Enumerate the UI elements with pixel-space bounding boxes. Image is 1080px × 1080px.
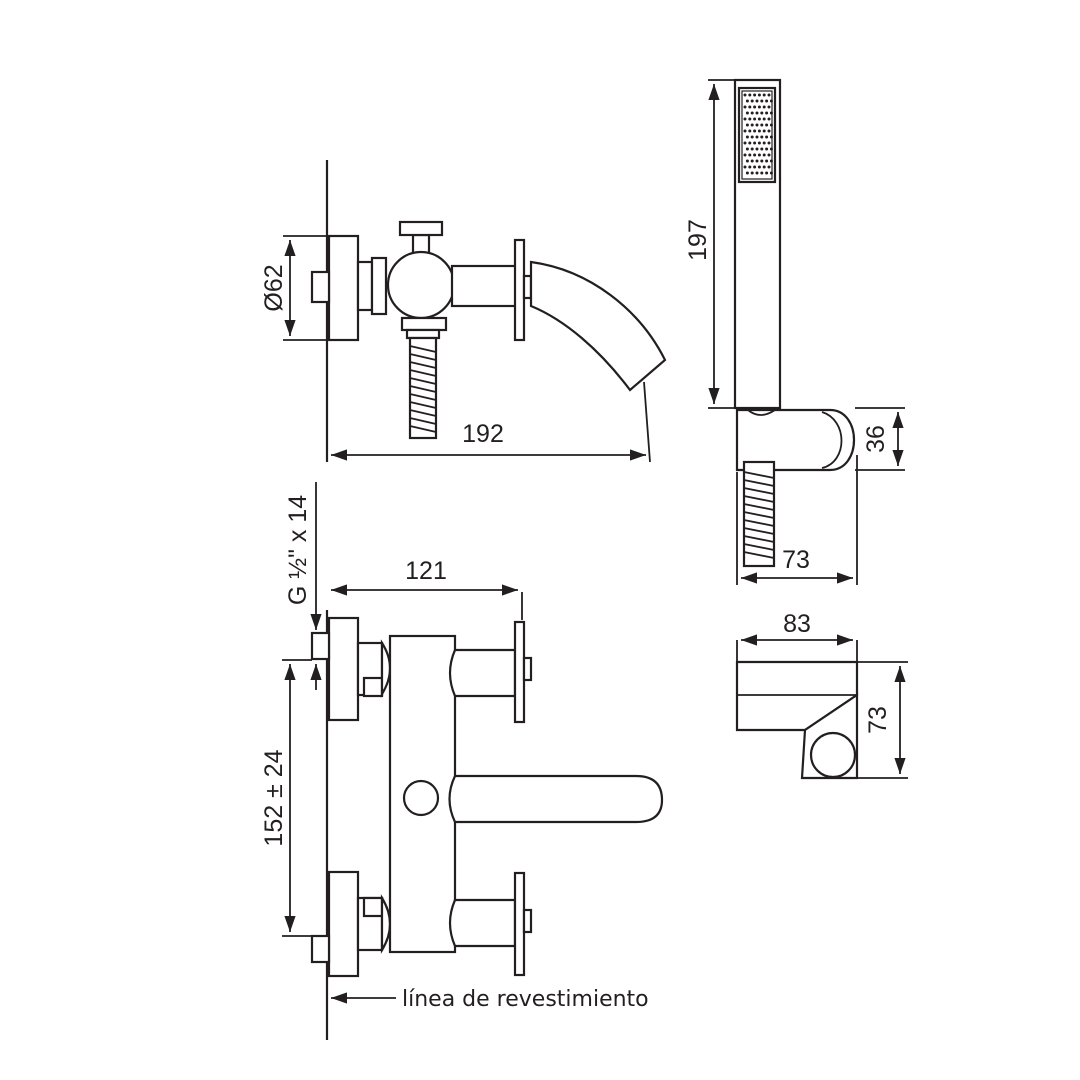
thread-label: G ½" x 14 — [284, 495, 312, 605]
wall-bracket-view: 83 73 — [735, 610, 908, 780]
hand-shower-view: 197 36 73 — [684, 78, 905, 585]
shower-nozzle-icon — [741, 90, 773, 180]
diameter-label: Ø62 — [260, 264, 288, 311]
bracket-width-label: 83 — [783, 610, 811, 638]
bracket-height-label: 73 — [864, 706, 892, 734]
body-width-label: 121 — [405, 557, 447, 585]
spout-length-label: 192 — [462, 420, 504, 448]
holder-height-label: 36 — [862, 425, 890, 453]
shower-length-label: 197 — [684, 219, 712, 261]
holder-depth-label: 73 — [782, 546, 810, 574]
mixer-front-view: G ½" x 14 121 152 ± 24 línea de revestim… — [260, 482, 664, 1040]
wall-line-label: línea de revestimiento — [402, 987, 649, 1012]
mixer-side-view: Ø62 192 — [260, 160, 667, 463]
center-distance-label: 152 ± 24 — [260, 749, 288, 846]
